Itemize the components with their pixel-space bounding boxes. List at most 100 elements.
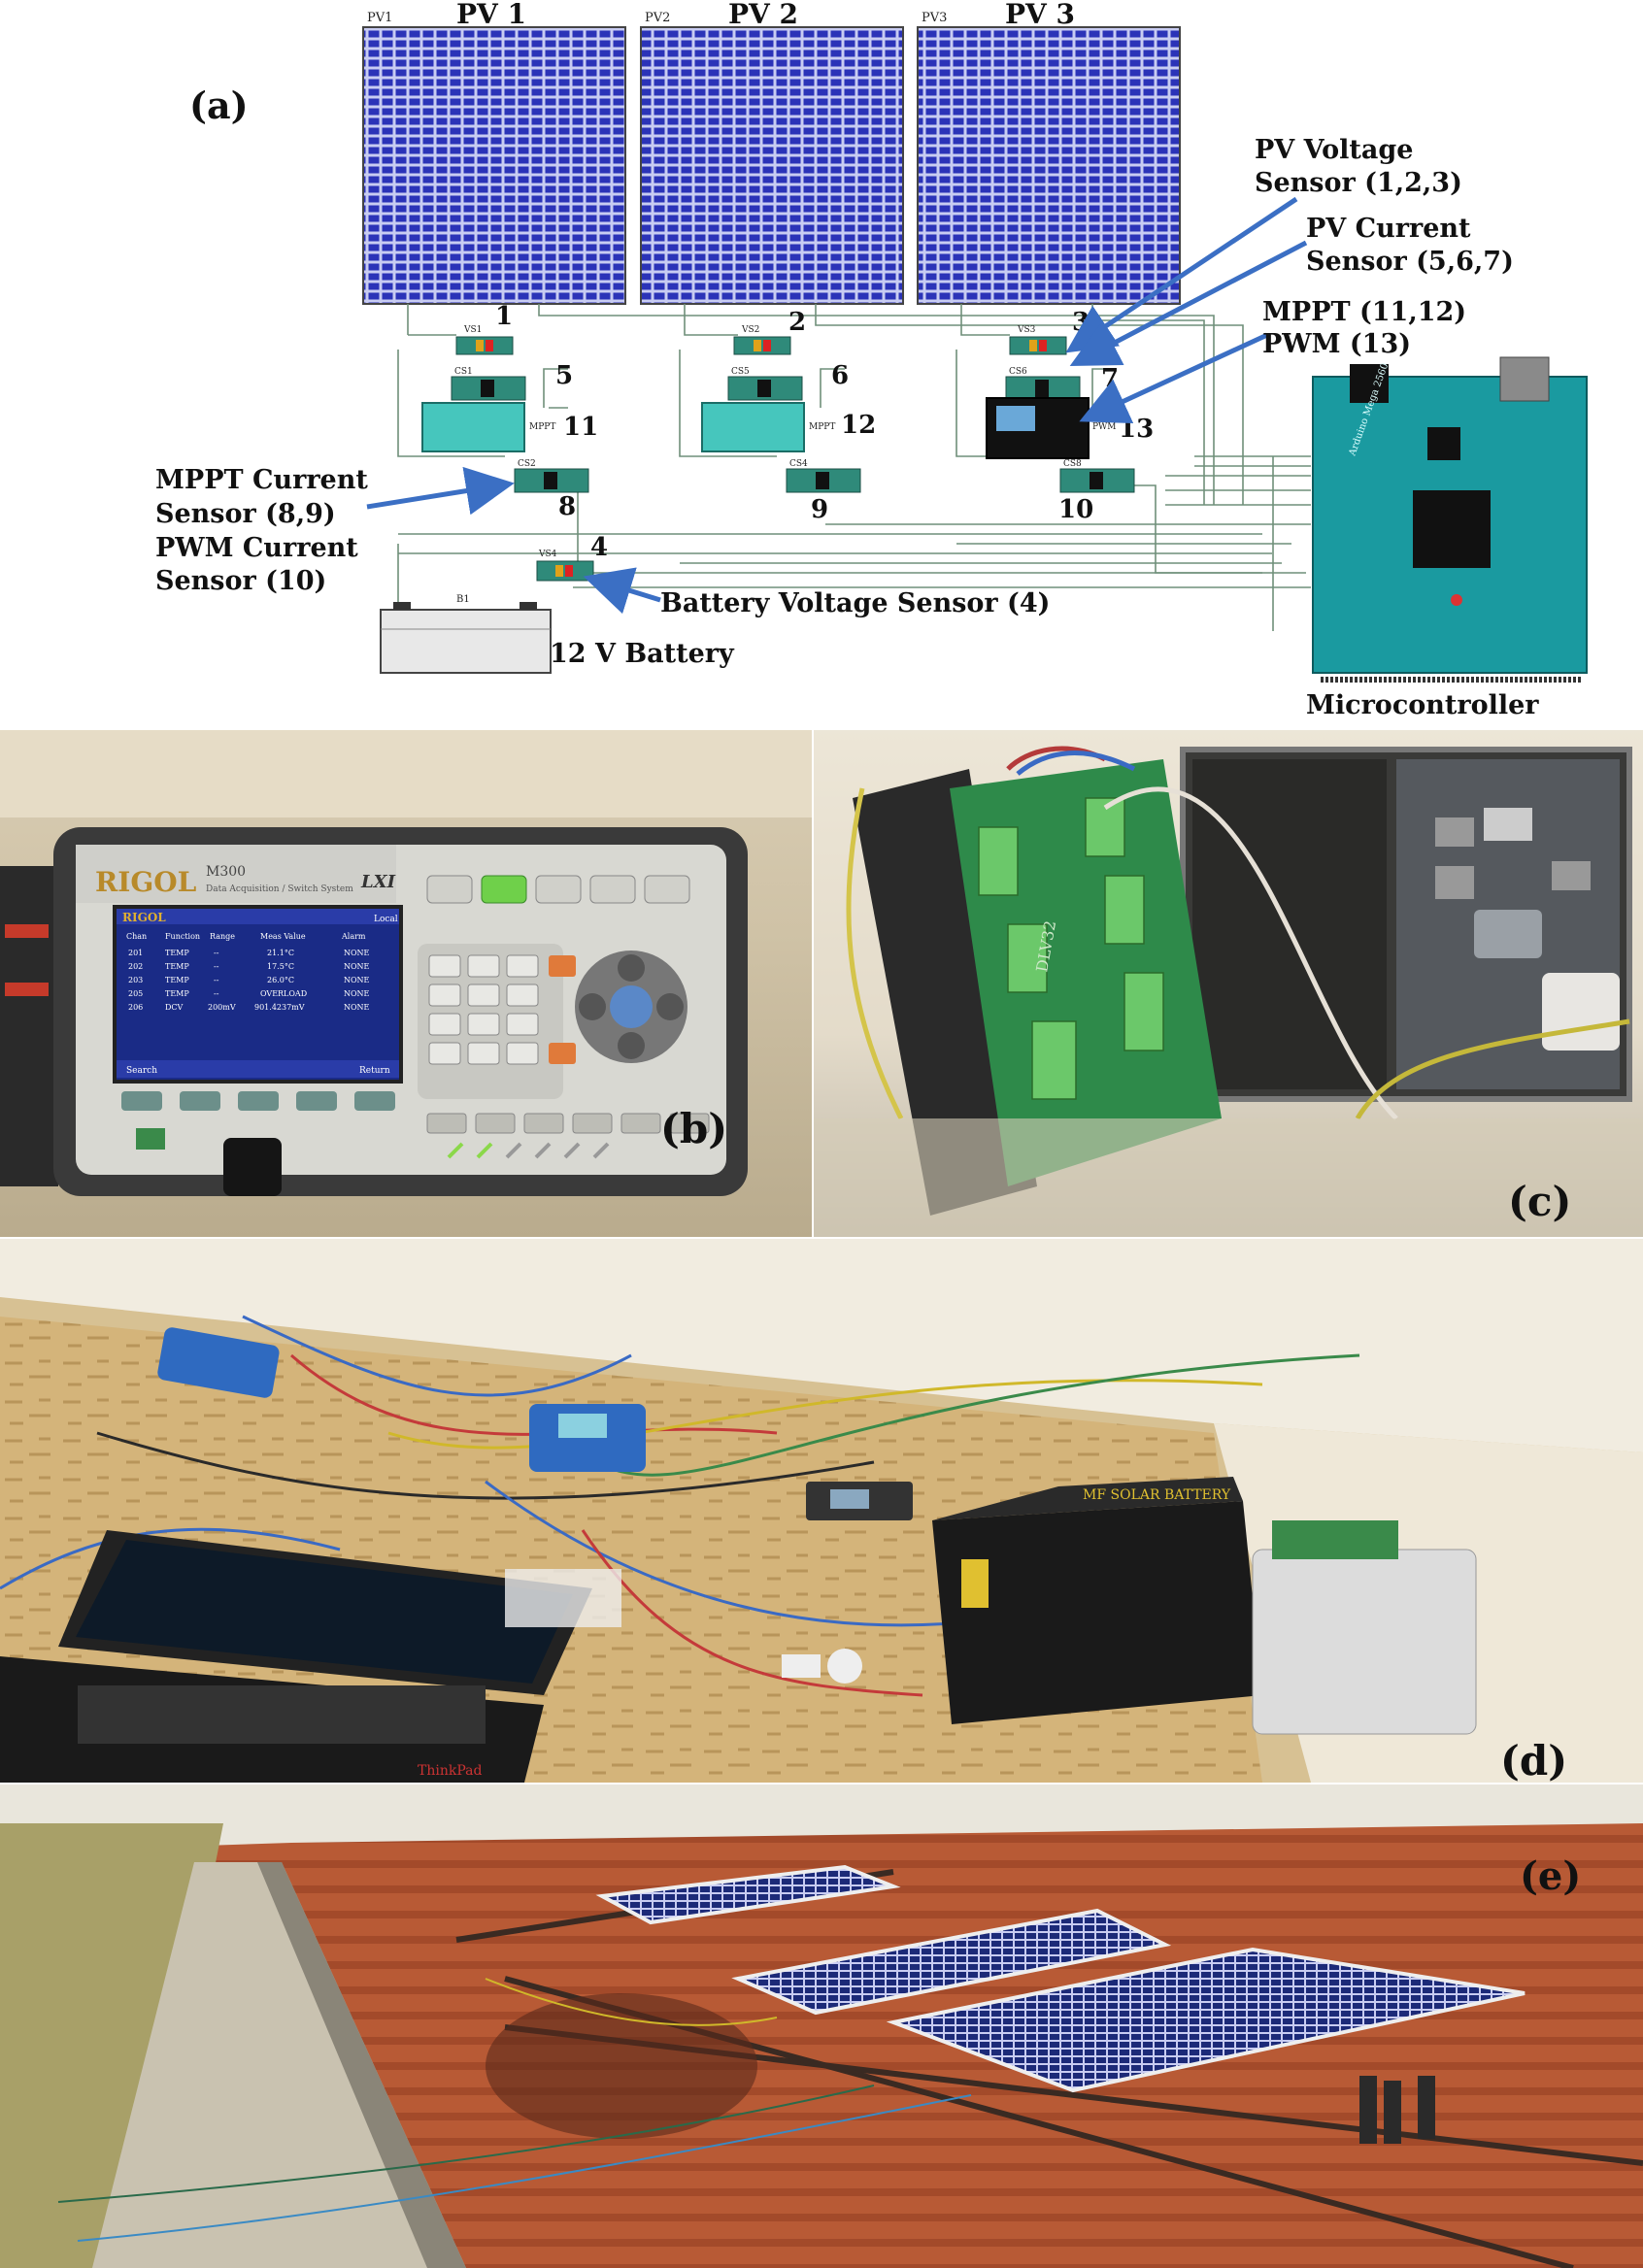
channel-keys[interactable] xyxy=(426,1113,710,1134)
screen-status: Local xyxy=(374,915,398,924)
mppt1-tag: MPPT xyxy=(529,422,555,432)
chip-cs5: CS5 xyxy=(727,367,803,401)
callout-microcontroller: Microcontroller xyxy=(1306,690,1539,720)
panel-d-photo: ThinkPad MF SOLAR BATTERY (d) xyxy=(0,1239,1643,1783)
terminal-blocks xyxy=(978,797,1164,1100)
pv1-title: PV 1 xyxy=(456,0,526,30)
softkeys[interactable] xyxy=(121,1091,395,1111)
pv-panel-2: PV2 PV 2 xyxy=(640,0,904,305)
r2c2: -- xyxy=(214,976,219,984)
laptop: ThinkPad xyxy=(0,1530,592,1783)
callout-arrows xyxy=(366,196,1308,615)
callout-pwm-current-2: Sensor (10) xyxy=(155,566,326,596)
screen-table: Chan Function Range Meas Value Alarm 201… xyxy=(126,932,370,1012)
r3c4: NONE xyxy=(344,989,370,998)
num-13: 13 xyxy=(1119,415,1154,444)
power-button xyxy=(136,1128,165,1150)
navigation-pad[interactable] xyxy=(575,951,687,1063)
panel-e-letter: (e) xyxy=(1520,1853,1581,1899)
r1c0: 202 xyxy=(128,962,143,971)
num-5: 5 xyxy=(555,361,573,390)
panel-c-photo: DLV32 (c) xyxy=(814,730,1643,1237)
r1c2: -- xyxy=(214,962,219,971)
chip-tag-vs2: VS2 xyxy=(741,325,759,335)
callout-pv-current-1: PV Current xyxy=(1306,214,1471,244)
chip-tag-cs5: CS5 xyxy=(731,367,750,377)
chip-vs3: VS3 xyxy=(1009,325,1067,355)
cables xyxy=(846,746,1630,1120)
callout-mppt-current-1: MPPT Current xyxy=(155,465,368,495)
r4c2: 200mV xyxy=(208,1003,236,1012)
col-alarm: Alarm xyxy=(341,932,366,941)
num-10: 10 xyxy=(1058,495,1093,524)
pv-panel-1: PV1 PV 1 xyxy=(362,0,626,305)
chip-tag-vs1: VS1 xyxy=(463,325,482,335)
r3c0: 205 xyxy=(128,989,143,998)
schematic-diagram: PV1 PV 1 PV2 PV 2 PV3 PV 3 xyxy=(155,0,1588,720)
num-7: 7 xyxy=(1101,364,1119,393)
daq-lxi: LXI xyxy=(360,872,396,892)
num-1: 1 xyxy=(495,302,513,331)
keypad[interactable] xyxy=(418,944,576,1099)
num-11: 11 xyxy=(563,413,598,442)
light-bulb xyxy=(827,1649,862,1684)
daq-screen xyxy=(113,905,403,1084)
pv3-title: PV 3 xyxy=(1005,0,1075,30)
pwm-tag: PWM xyxy=(1092,422,1117,432)
workbench-illustration: ThinkPad MF SOLAR BATTERY (d) xyxy=(0,1239,1643,1783)
pv1-small-label: PV1 xyxy=(367,11,392,25)
num-4: 4 xyxy=(590,533,608,562)
rooftop-pv-2 xyxy=(731,1908,1172,2016)
sensor-chips: VS1 VS2 VS3 CS1 CS5 xyxy=(451,325,1135,582)
callout-battery: 12 V Battery xyxy=(550,639,735,669)
chip-tag-vs4: VS4 xyxy=(538,550,557,559)
num-9: 9 xyxy=(811,495,828,524)
solar-battery: MF SOLAR BATTERY xyxy=(932,1477,1262,1724)
circuit-board-d xyxy=(1272,1520,1398,1559)
chip-cs2: CS2 xyxy=(514,459,589,493)
callout-pwm-current-1: PWM Current xyxy=(155,533,358,563)
enclosure-box xyxy=(1252,1549,1477,1735)
panel-e-photo: (e) xyxy=(0,1784,1643,2268)
chip-tag-cs8: CS8 xyxy=(1063,459,1082,469)
chip-tag-cs2: CS2 xyxy=(518,459,536,469)
pv3-small-label: PV3 xyxy=(922,11,947,25)
chip-tag-cs1: CS1 xyxy=(454,367,473,377)
rooftop-pv-1 xyxy=(595,1864,901,1925)
mppt-module-2: MPPT xyxy=(701,402,835,452)
panel-a-letter: (a) xyxy=(189,83,249,127)
num-2: 2 xyxy=(788,308,806,337)
chip-numbers: 1 2 3 5 6 7 11 12 13 8 9 10 4 xyxy=(495,302,1154,562)
chip-cs4: CS4 xyxy=(786,459,861,493)
battery-label: MF SOLAR BATTERY xyxy=(1083,1487,1231,1503)
r0c3: 21.1°C xyxy=(267,949,294,957)
serial-port xyxy=(1484,808,1532,841)
num-12: 12 xyxy=(841,411,876,440)
chip-tag-cs4: CS4 xyxy=(789,459,808,469)
r0c1: TEMP xyxy=(165,949,189,957)
rooftop-wires xyxy=(57,1978,972,2242)
callout-pv-current-2: Sensor (5,6,7) xyxy=(1306,247,1514,277)
r1c3: 17.5°C xyxy=(267,962,294,971)
callout-labels: (a) PV Voltage Sensor (1,2,3) PV Current… xyxy=(155,83,1539,720)
pv2-small-label: PV2 xyxy=(645,11,670,25)
chip-vs1: VS1 xyxy=(455,325,514,355)
r3c3: OVERLOAD xyxy=(260,989,307,998)
function-keys[interactable] xyxy=(426,875,690,904)
chip-vs4: VS4 xyxy=(536,550,594,582)
callout-battery-voltage: Battery Voltage Sensor (4) xyxy=(660,588,1050,618)
shadow xyxy=(486,1993,757,2139)
laptop-brand: ThinkPad xyxy=(418,1763,482,1779)
pv2-title: PV 2 xyxy=(728,0,798,30)
chip-cs1: CS1 xyxy=(451,367,526,401)
breadboard xyxy=(505,1569,621,1627)
softkey-right: Return xyxy=(359,1066,390,1076)
r4c0: 206 xyxy=(128,1003,143,1012)
chip-cs6: CS6 xyxy=(1005,367,1081,401)
softkey-left: Search xyxy=(126,1066,157,1076)
battery-small-label: B1 xyxy=(456,594,470,605)
callout-pv-voltage-2: Sensor (1,2,3) xyxy=(1255,168,1462,198)
daq-brand: RIGOL xyxy=(95,866,197,898)
power-plug xyxy=(1542,973,1620,1051)
r1c4: NONE xyxy=(344,962,370,971)
